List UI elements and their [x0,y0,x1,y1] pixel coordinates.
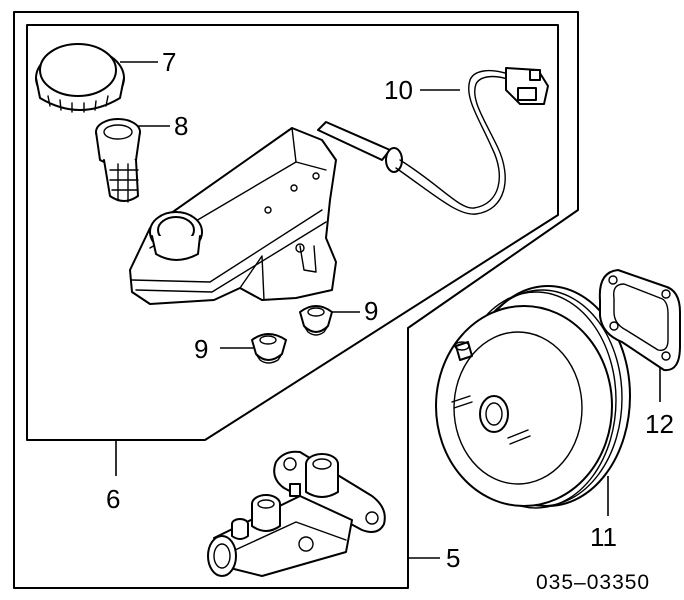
callout-7: 7 [162,47,176,77]
brake-master-cylinder [207,450,386,577]
brake-fluid-reservoir [129,127,337,305]
callout-9-upper: 9 [364,296,378,326]
callout-12: 12 [645,409,674,439]
callout-9-lower: 9 [194,334,208,364]
reservoir-cap [35,43,125,113]
reservoir-strainer [95,118,141,203]
booster-gasket [598,269,681,372]
callout-6: 6 [106,484,120,514]
reservoir-grommet-upper [299,305,333,336]
assembly-frame-outer [13,11,579,589]
callout-8: 8 [174,111,188,141]
fluid-level-sensor [317,67,549,215]
callout-10: 10 [384,75,413,105]
diagram-code: 035–03350 [536,571,650,594]
brake-booster [435,285,631,509]
callout-5: 5 [446,543,460,573]
callout-11: 11 [590,522,617,552]
reservoir-grommet-lower [251,333,287,364]
assembly-frame-inner [26,24,559,441]
